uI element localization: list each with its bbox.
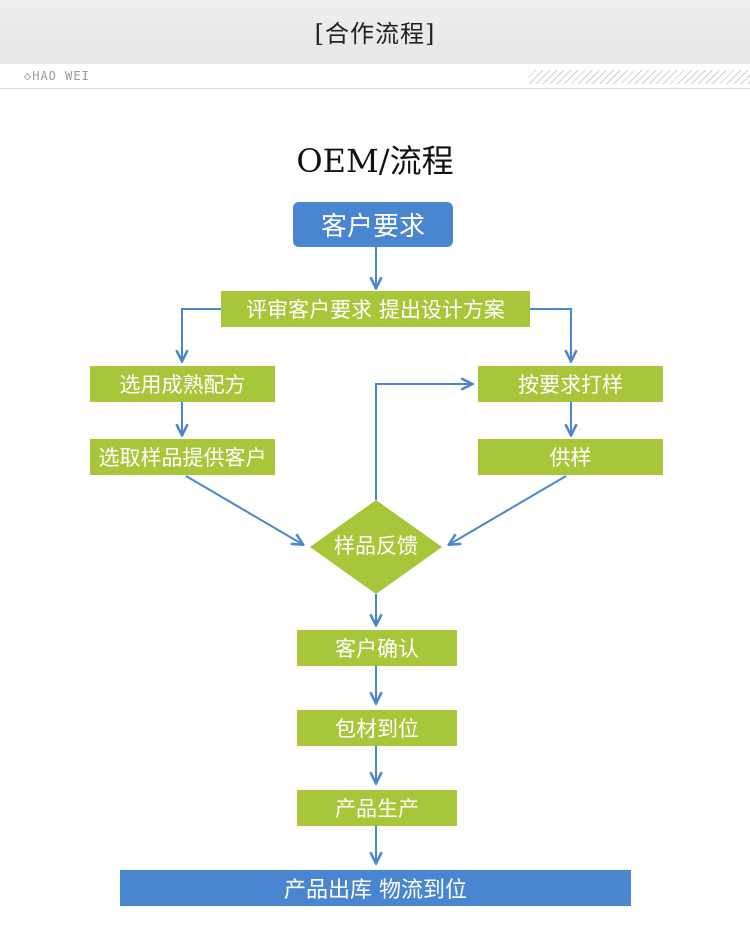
node-production: 产品生产 [297, 790, 457, 826]
node-review-design: 评审客户要求 提出设计方案 [221, 291, 530, 327]
node-proof: 按要求打样 [478, 366, 663, 402]
diagram-title: OEM/流程 [296, 142, 454, 180]
node-packaging: 包材到位 [297, 710, 457, 746]
brand-text: ◇HAO WEI [24, 69, 90, 83]
arrow-sample-feedback [185, 475, 302, 544]
node-select-formula: 选用成熟配方 [90, 366, 275, 402]
header-band [0, 0, 750, 64]
node-supply: 供样 [478, 439, 663, 475]
hatch-decoration [528, 70, 750, 84]
arrow-feedback-proof [375, 384, 471, 500]
node-feedback-label: 样品反馈 [334, 534, 418, 558]
arrow-supply-feedback [450, 475, 567, 544]
node-delivery: 产品出库 物流到位 [120, 870, 631, 906]
arrow-review-proof [530, 308, 571, 360]
node-customer-confirm: 客户确认 [297, 630, 457, 666]
node-sample-provide: 选取样品提供客户 [90, 439, 275, 475]
arrow-review-select [182, 308, 221, 360]
header-title: [合作流程] [314, 20, 436, 48]
node-customer-request: 客户要求 [293, 202, 453, 247]
feedback-diamond [310, 500, 442, 594]
